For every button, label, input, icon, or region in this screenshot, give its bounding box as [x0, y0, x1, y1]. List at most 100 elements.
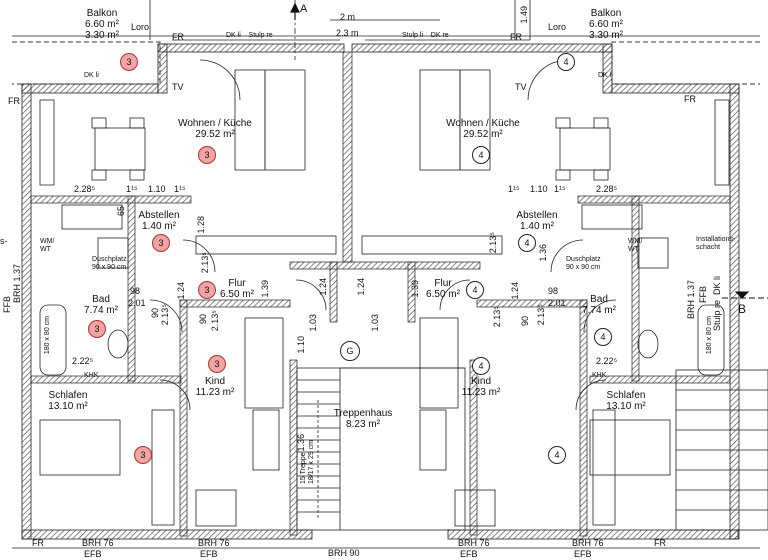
room-name: Bad: [92, 294, 110, 305]
room-name: Bad: [590, 294, 608, 305]
room-name: Balkon: [86, 8, 118, 19]
dim-90-mid: 90: [198, 314, 208, 325]
fr-label-bottom-left: FR: [32, 538, 44, 548]
room-label-schlafen-left: Schlafen 13.10 m²: [40, 390, 96, 412]
stairwell-g-badge: G: [340, 341, 360, 361]
duschplatz-right: Duschplatz 90 x 90 cm: [566, 256, 601, 271]
dim-2-28-left: 2.28⁵: [74, 184, 96, 194]
room-name: Flur: [434, 278, 452, 289]
door-swings: [149, 59, 617, 411]
room-name: Kind: [204, 376, 225, 387]
room-name: Wohnen / Küche: [446, 118, 520, 129]
dk-li-stulp-right: DK li: [712, 276, 722, 296]
wm-wt-right: WM/ WT: [628, 238, 643, 253]
dim-2-13-c: 2.13⁵: [160, 304, 170, 326]
room-label-balkon-left: Balkon 6.60 m² 3.30 m²: [76, 8, 128, 41]
room-name: Wohnen / Küche: [178, 118, 252, 129]
dim-2-3m: 2.3 m: [336, 28, 359, 38]
dim-2-01-right: 2.01: [548, 298, 566, 308]
room-area-secondary: 3.30 m²: [85, 30, 119, 41]
room-badge-kind-right: 4: [472, 357, 490, 375]
dim-2-22-right: 2.22⁵: [596, 356, 618, 366]
room-badge-wohnen-left: 3: [198, 146, 216, 164]
room-label-flur-right: Flur 6.50 m²: [418, 278, 468, 300]
room-label-bad-right: Bad 7.74 m²: [576, 294, 622, 316]
brh-76-label-2: BRH 76: [198, 538, 230, 548]
dim-90-right: 90: [520, 316, 530, 327]
brh-76-label-3: BRH 76: [458, 538, 490, 548]
duschplatz-left: Duschplatz 90 x 90 cm: [92, 256, 127, 271]
room-label-kind-right: Kind 11.23 m²: [456, 376, 506, 398]
fr-label-left: FR: [8, 96, 20, 106]
left-edge-fragment: s-: [0, 236, 8, 246]
loro-label-right: Loro: [548, 22, 567, 32]
dim-2-28-right: 2.28⁵: [596, 184, 618, 194]
tv-label-left: TV: [172, 82, 184, 92]
furniture: [39, 69, 730, 527]
exterior-stair-block: [675, 369, 768, 531]
room-label-wohnen-left: Wohnen / Küche 29.52 m²: [172, 118, 258, 140]
dim-2-13-e: 2.13⁵: [492, 306, 502, 328]
room-badge-kind-left: 3: [208, 355, 226, 373]
room-name: Schlafen: [48, 390, 88, 401]
interior-walls: [30, 51, 731, 537]
room-badge-schlafen-right: 4: [548, 446, 566, 464]
exterior-walls: [21, 43, 740, 540]
room-name: Flur: [228, 278, 246, 289]
section-b-label: B: [738, 302, 747, 316]
wm-wt-left: WM/ WT: [40, 238, 55, 253]
room-badge-wohnen-right: 4: [472, 146, 490, 164]
room-badge-balkon-left: 3: [120, 53, 138, 71]
room-area-secondary: 3.30 m²: [589, 30, 623, 41]
dim-1-15-left: 1¹⁵: [126, 184, 138, 194]
dim-2m: 2 m: [340, 12, 356, 22]
dim-98-left: 98: [130, 286, 141, 296]
room-badge-flur-right: 4: [466, 281, 484, 299]
brh-76-label-1: BRH 76: [82, 538, 114, 548]
room-area: 11.23 m²: [195, 387, 235, 398]
dim-1-24-d: 1.24: [510, 282, 520, 300]
section-a-label: A: [300, 3, 308, 15]
tv-label-right: TV: [515, 82, 527, 92]
khk-label-right: KHK: [592, 372, 607, 379]
dim-1-15-right2: 1¹⁵: [554, 184, 566, 194]
room-badge-abstellen-left: 3: [152, 234, 170, 252]
room-area: 29.52 m²: [463, 129, 503, 140]
fr-label-bottom-right: FR: [654, 538, 666, 548]
dim-2-13-b: 2.13⁵: [488, 232, 498, 254]
room-name: Schlafen: [606, 390, 646, 401]
room-badge-bad-right: 4: [594, 328, 612, 346]
stairwell-steps: [296, 367, 466, 531]
room-area: 1.40 m²: [142, 221, 176, 232]
dim-1-03-b: 1.03: [370, 314, 380, 332]
room-name: Abstellen: [516, 210, 558, 221]
dim-1-39-left: 1.39: [260, 280, 270, 298]
brh-137-label-right: BRH 1.37: [686, 280, 696, 320]
fr-label-top-right: FR: [510, 32, 522, 42]
section-marker-b: [722, 291, 768, 299]
dim-1-28-left: 1.28: [196, 216, 206, 234]
loro-label-left: Loro: [131, 22, 150, 32]
dim-3-36: 1.36: [296, 434, 306, 452]
dim-1-49: 1.49: [519, 6, 529, 24]
dim-1-24-c: 1.24: [176, 282, 186, 300]
dim-2-01-left: 2.01: [128, 298, 146, 308]
room-label-treppenhaus: Treppenhaus 8.23 m²: [328, 408, 398, 430]
dim-1-03-a: 1.03: [308, 314, 318, 332]
dim-90-left: 90: [150, 308, 160, 319]
fr-label-top-left: FR: [172, 32, 184, 42]
brh-137-label-left: BRH 1.37: [12, 264, 22, 304]
dk-li-label-right: DK li: [598, 72, 613, 79]
window-label-left: DK li Stulp re: [226, 32, 273, 39]
installationsschacht-label: Installations- schacht: [696, 236, 736, 251]
dim-1-10-left: 1.10: [148, 184, 166, 194]
ffb-label-left: FFB: [2, 296, 12, 313]
khk-label-left: KHK: [84, 372, 99, 379]
efb-label-4: EFB: [574, 549, 592, 559]
dim-65-left: 65: [116, 206, 126, 217]
bathtub-size-left: 180 x 80 cm: [44, 316, 51, 355]
room-area: 13.10 m²: [48, 401, 88, 412]
room-label-balkon-right: Balkon 6.60 m² 3.30 m²: [580, 8, 632, 41]
